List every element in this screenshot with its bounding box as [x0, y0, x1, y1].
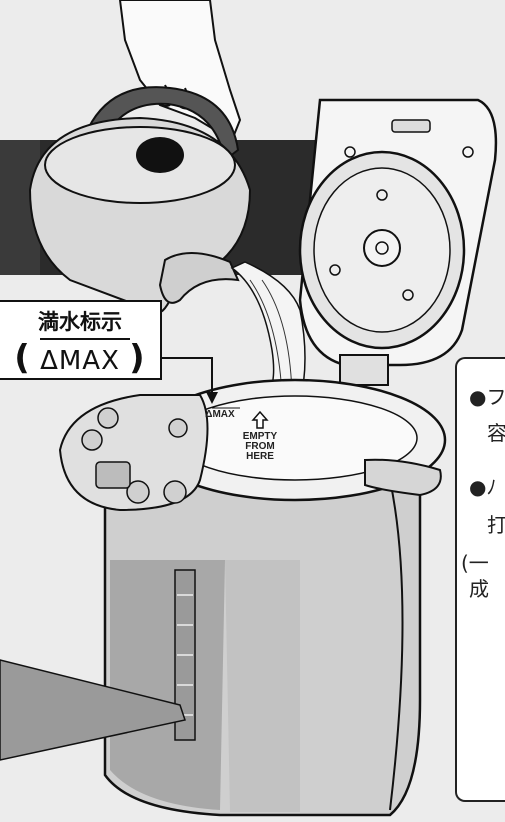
note-line: (一: [461, 551, 489, 575]
pot-handle: [364, 458, 442, 497]
note-line: 容: [487, 421, 505, 445]
note-line: ●フ: [469, 385, 505, 409]
kettle-handle: [78, 86, 240, 162]
panel-button: [126, 480, 150, 504]
max-overline: [40, 338, 130, 340]
empty-from-here-text: EMPTY FROM HERE: [242, 431, 278, 462]
panel-button: [81, 429, 103, 451]
label-title: 満水标示: [38, 310, 122, 334]
side-note: ●フ 容 ●ﾉ 打 (一 成: [455, 357, 505, 802]
note-line: 成: [469, 577, 489, 601]
max-arrow: [162, 357, 213, 395]
panel-button: [163, 480, 187, 504]
note-line: ●ﾉ: [469, 475, 497, 499]
empty-arrow-icon: [251, 410, 269, 429]
panel-button: [168, 418, 188, 438]
kettle-knob: [136, 137, 184, 173]
max-water-label: 満水标示 ( ΔMAX ): [0, 300, 162, 380]
label-max: ( ΔMAX ): [14, 338, 146, 378]
note-line: 打: [487, 513, 505, 537]
gauge-pointer: [0, 659, 186, 761]
panel-button: [97, 407, 119, 429]
panel-display: [95, 461, 131, 489]
max-mark: ΔMAX: [205, 409, 235, 420]
